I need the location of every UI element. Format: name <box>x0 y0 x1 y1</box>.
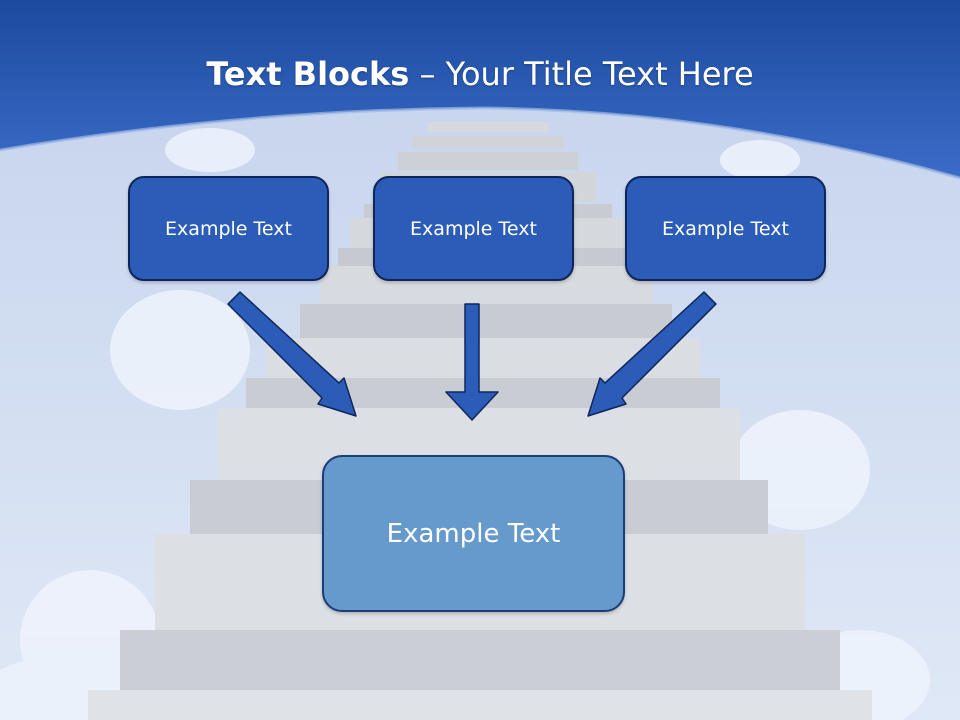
title-rest-text: Your Title Text Here <box>445 55 754 93</box>
title-bold-text: Text Blocks <box>206 55 410 93</box>
text-block-2-label: Example Text <box>410 217 537 240</box>
text-block-3[interactable]: Example Text <box>625 176 826 281</box>
text-block-1[interactable]: Example Text <box>128 176 329 281</box>
arrow-center-down <box>445 303 499 421</box>
arrow-right-to-center <box>587 291 717 417</box>
text-block-2[interactable]: Example Text <box>373 176 574 281</box>
center-text-block[interactable]: Example Text <box>322 455 625 612</box>
slide-title: Text Blocks – Your Title Text Here <box>0 52 960 96</box>
text-block-1-label: Example Text <box>165 217 292 240</box>
arrow-left-to-center <box>227 291 357 417</box>
text-block-3-label: Example Text <box>662 217 789 240</box>
center-text-block-label: Example Text <box>386 518 561 549</box>
title-dash: – <box>409 55 446 93</box>
